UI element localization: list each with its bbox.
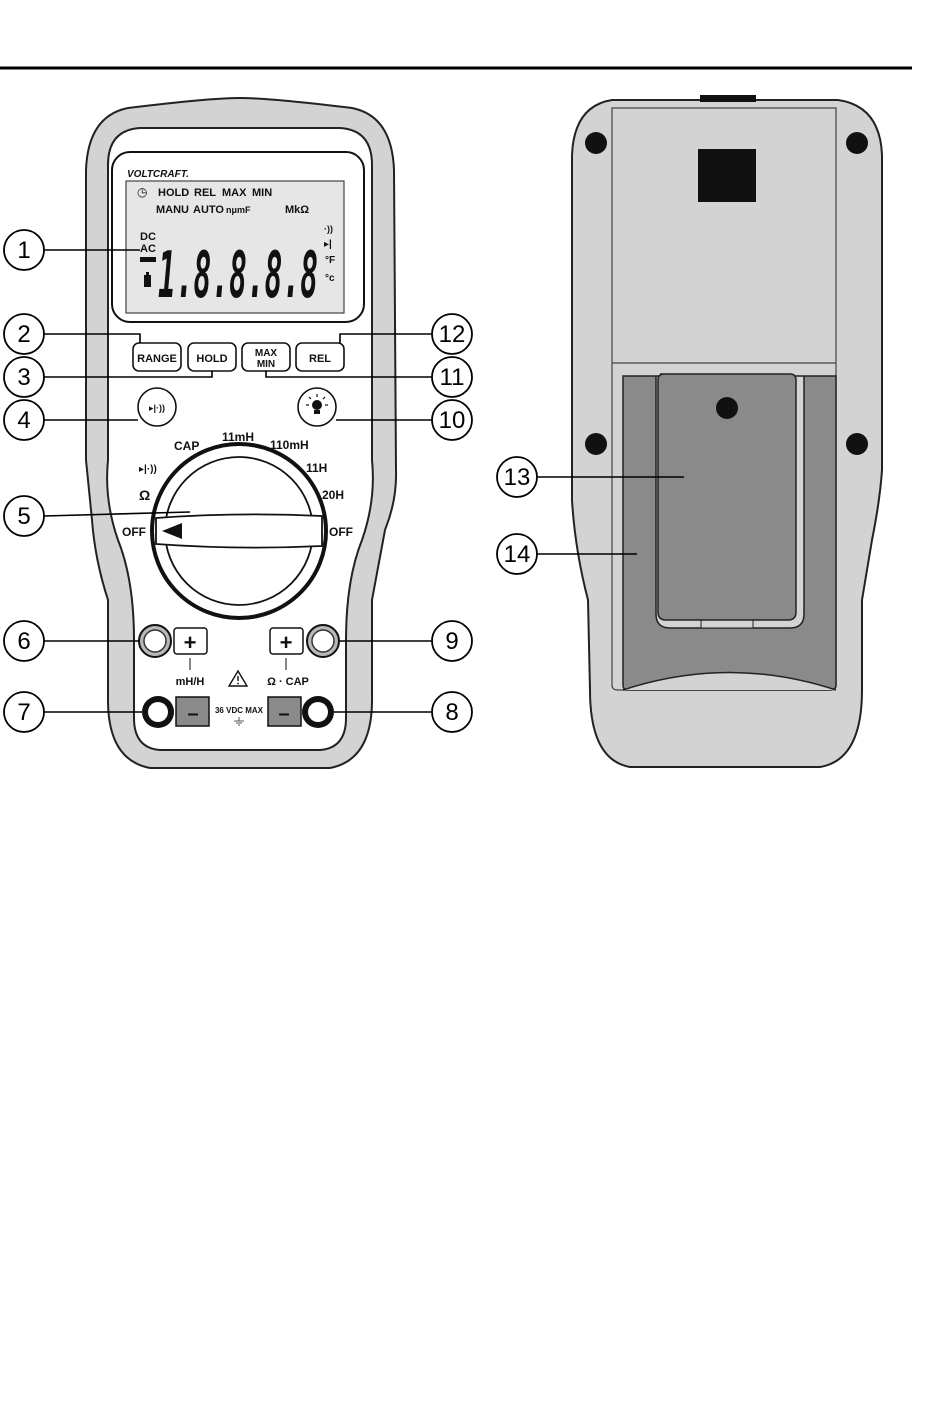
svg-text:9: 9 [445,628,458,655]
callout-6: 6 [4,621,44,661]
callout-2: 2 [4,314,44,354]
svg-text:7: 7 [17,699,30,726]
lcd-ohm-units: MkΩ [285,204,309,216]
lcd-hold-indicator: HOLD [158,187,189,199]
svg-text:3: 3 [17,364,30,391]
lcd-battery-icon [144,275,151,287]
left-minus-sign: – [187,703,198,725]
lcd-auto-indicator: AUTO [193,204,224,216]
callout-1: 1 [4,230,44,270]
brand-logo: VOLTCRAFT. [127,169,189,180]
clock-symbol: ◷ [137,185,148,199]
svg-text:12: 12 [439,321,466,348]
svg-text:13: 13 [504,464,531,491]
stand-clip [701,620,753,628]
screw-mid-left [585,433,607,455]
hold-button-label: HOLD [196,353,227,365]
lcd-deg-c: °c [325,273,335,284]
callout-13: 13 [497,457,537,497]
battery-cover-screw [716,397,738,419]
lcd-deg-f: °F [325,255,335,266]
lcd-minus-sign [140,257,156,262]
callout-14: 14 [497,534,537,574]
rel-button-label: REL [309,353,331,365]
svg-text:2: 2 [17,321,30,348]
top-notch [700,95,756,102]
lcd-max-indicator: MAX [222,187,247,199]
screw-top-right [846,132,868,154]
callout-3: 3 [4,357,44,397]
dial-ohm-label: Ω [139,487,150,503]
callout-11: 11 [432,357,472,397]
min-button-label: MIN [257,359,275,370]
callout-8: 8 [432,692,472,732]
voltage-warning-label: 36 VDC MAX [215,706,264,715]
dial-110mh-label: 110mH [270,438,309,452]
dial-off-left-label: OFF [122,525,146,539]
callout-7: 7 [4,692,44,732]
lcd-ac-indicator: AC [140,243,156,255]
label-square [698,149,756,202]
dial-11mh-label: 11mH [222,430,254,444]
lcd-battery-tip [146,272,149,275]
left-jack-label: mH/H [176,676,205,688]
lcd-min-indicator: MIN [252,187,272,199]
svg-text:6: 6 [17,628,30,655]
lcd-cap-units: nμmF [226,205,251,215]
lcd-continuity-icon: ·)) [324,224,333,234]
lcd-rel-indicator: REL [194,187,216,199]
callout-10: 10 [432,400,472,440]
callout-5: 5 [4,496,44,536]
svg-text:5: 5 [17,503,30,530]
range-button-label: RANGE [137,353,177,365]
lcd-manu-indicator: MANU [156,204,189,216]
dial-cap-label: CAP [174,439,199,453]
right-jack-label: Ω · CAP [267,676,309,688]
dial-off-right-label: OFF [329,525,353,539]
left-plus-sign: + [184,630,197,655]
diode-continuity-icon: ▸|·)) [149,403,165,413]
svg-text:14: 14 [504,541,531,568]
svg-text:8: 8 [445,699,458,726]
lcd-digits: 1.8.8.8.8 [158,239,318,313]
lcd-dc-indicator: DC [140,231,156,243]
dial-diode-label: ▸|·)) [139,464,157,475]
screw-top-left [585,132,607,154]
dial-20h-label: 20H [322,488,344,502]
right-plus-sign: + [280,630,293,655]
svg-text:4: 4 [17,407,30,434]
dial-11h-label: 11H [306,461,327,475]
screw-mid-right [846,433,868,455]
svg-text:11: 11 [440,364,465,391]
svg-text:1: 1 [17,237,30,264]
lcd-diode-icon: ▸| [324,239,332,250]
max-button-label: MAX [255,348,278,359]
callout-9: 9 [432,621,472,661]
front-view: VOLTCRAFT. ◷ HOLD REL MAX MIN MANU AUTO … [86,98,396,768]
callout-4: 4 [4,400,44,440]
right-minus-sign: – [278,703,289,725]
svg-text:10: 10 [439,407,466,434]
callout-12: 12 [432,314,472,354]
back-view [572,95,882,767]
